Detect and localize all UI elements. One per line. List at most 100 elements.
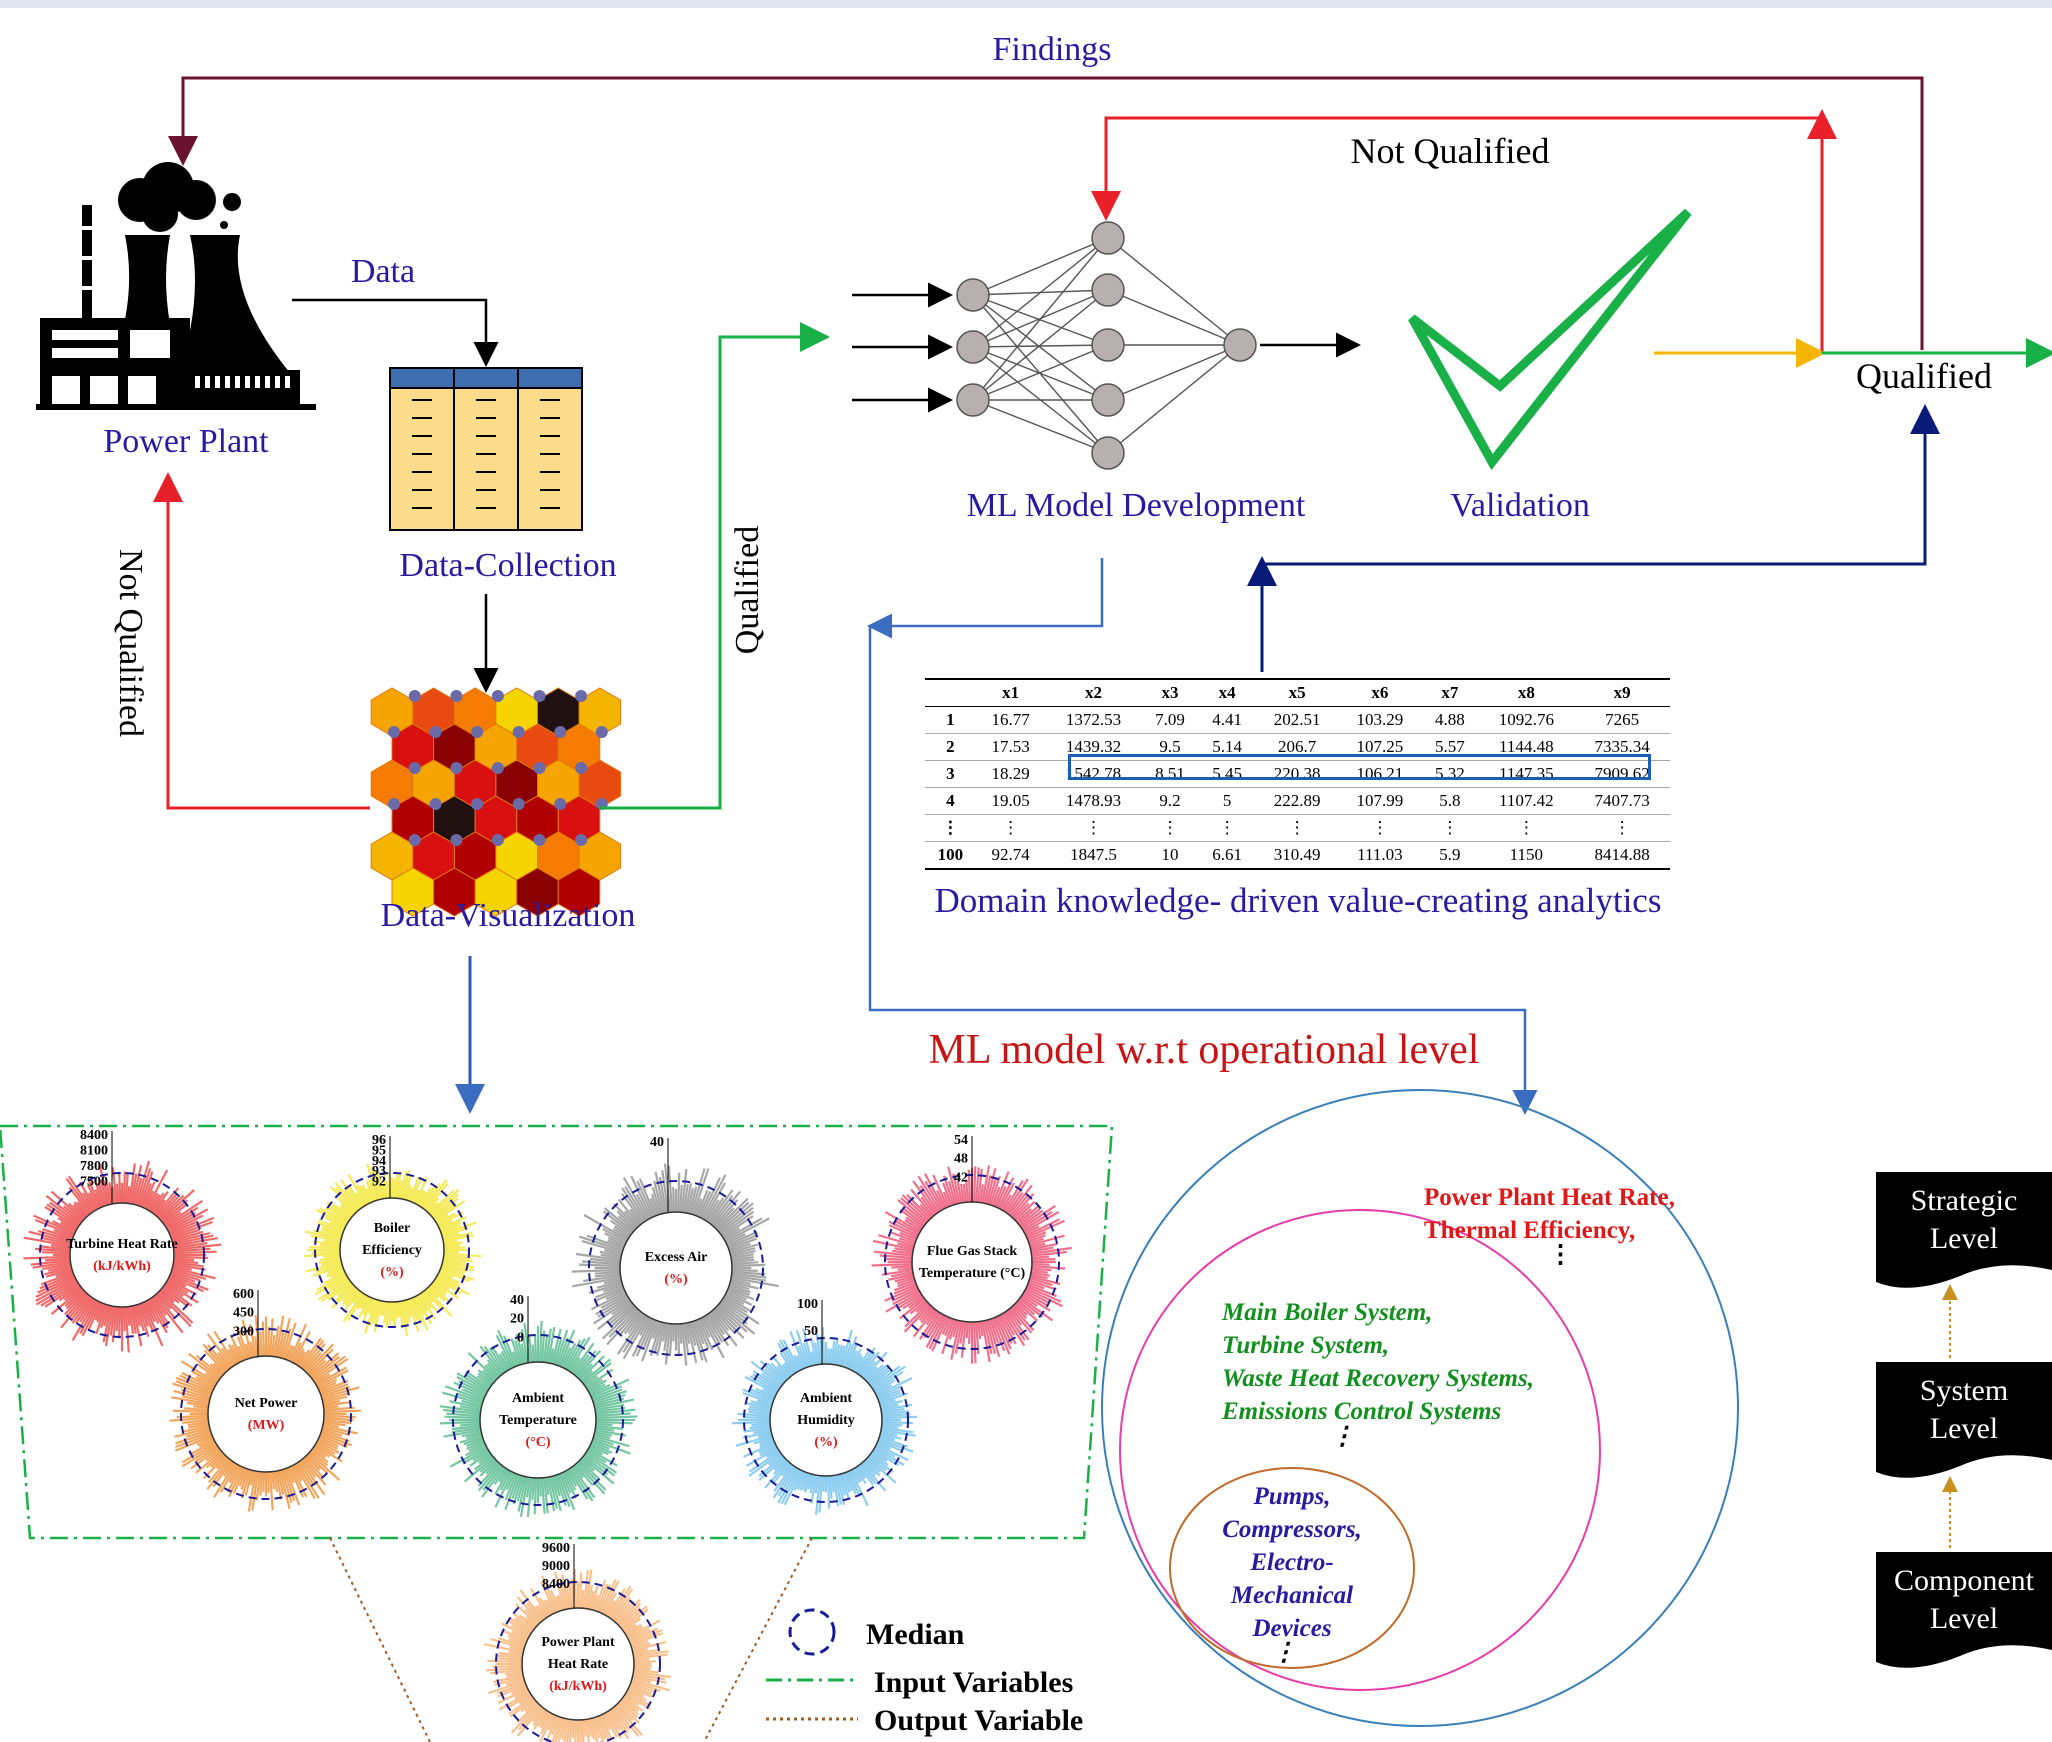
radial-spike: [594, 1286, 624, 1299]
radial-spike: [519, 1589, 545, 1621]
radial-spike: [594, 1429, 626, 1437]
radial-spike: [995, 1186, 1007, 1208]
radial-spike: [587, 1379, 607, 1392]
radial-spike: [529, 1587, 550, 1618]
som-hexagon-map: [370, 687, 622, 917]
radial-spike: [190, 1440, 216, 1455]
radial-spike: [613, 1706, 640, 1738]
radial-spike: [171, 1228, 201, 1240]
table-cell: ⋮: [975, 814, 1046, 842]
radial-spike: [612, 1227, 630, 1240]
radial-spike: [617, 1602, 642, 1626]
radial-spike: [514, 1689, 530, 1699]
radial-spike: [468, 1442, 486, 1452]
radial-spike: [309, 1450, 329, 1467]
radial-spike: [181, 1442, 217, 1464]
som-node-dot: [595, 726, 608, 738]
radial-spike: [1027, 1283, 1057, 1298]
radial-spike: [385, 1301, 390, 1328]
radial-spike: [872, 1370, 904, 1392]
strategic-text: Power Plant Heat Rate, Thermal Efficienc…: [1424, 1184, 1675, 1268]
radial-spike: [1012, 1304, 1028, 1319]
radial-spike: [138, 1303, 150, 1327]
radial-spike: [32, 1261, 71, 1269]
radial-spike: [259, 1471, 264, 1496]
table-cell: 1372.53: [1045, 706, 1142, 734]
ml-model-development-label: ML Model Development: [967, 487, 1306, 524]
radial-spike: [394, 1171, 399, 1199]
radial-spike: [580, 1719, 585, 1742]
radial-spike: [1031, 1269, 1049, 1274]
circle-label1: Turbine Heat Rate: [66, 1237, 177, 1252]
radial-spike: [595, 1420, 633, 1425]
radial-spike: [173, 1261, 204, 1268]
radial-spike: [619, 1310, 641, 1335]
radial-spike: [987, 1319, 1001, 1358]
radial-spike: [872, 1239, 914, 1251]
radial-spike: [109, 1306, 116, 1336]
radial-spike: [515, 1333, 526, 1364]
radial-spike: [924, 1173, 945, 1210]
radial-spike: [424, 1182, 449, 1211]
radial-spike: [973, 1321, 977, 1364]
radial-spike: [305, 1343, 334, 1374]
qualified-green-arrow: [600, 322, 830, 810]
radial-spike: [74, 1297, 94, 1325]
not-qualified-left-label: Not Qualified: [112, 549, 149, 737]
radial-spike: [781, 1463, 793, 1477]
radial-spike: [1028, 1237, 1044, 1245]
radial-spike: [632, 1641, 667, 1652]
radial-spike: [443, 1408, 481, 1415]
radial-spike: [311, 1448, 329, 1464]
radial-spike: [493, 1467, 507, 1485]
radial-spike: [463, 1436, 484, 1446]
qualified-vertical-label: Qualified: [729, 526, 766, 654]
radial-spike: [466, 1438, 484, 1448]
radial-spike: [880, 1428, 916, 1437]
radial-spike: [286, 1467, 295, 1484]
radial-spike: [777, 1466, 798, 1497]
radial-spike: [626, 1619, 661, 1639]
nn-node: [956, 383, 990, 417]
radial-spike: [55, 1270, 73, 1278]
radial-spike: [682, 1323, 690, 1356]
radial-spike: [290, 1342, 302, 1363]
nn-edge: [972, 289, 1109, 401]
radial-spike: [259, 1331, 264, 1357]
radial-spike: [365, 1180, 376, 1202]
radial-spike: [722, 1296, 748, 1314]
operational-level-arrow: [868, 624, 1538, 1115]
radial-spike: [609, 1219, 632, 1236]
radial-spike: [571, 1268, 621, 1273]
radial-spike: [703, 1182, 727, 1221]
radial-spike: [594, 1397, 624, 1408]
radial-spike: [410, 1178, 422, 1203]
radial-spike: [1017, 1299, 1036, 1316]
radial-spike: [367, 1298, 376, 1315]
radial-spike: [810, 1351, 816, 1366]
radial-spike: [143, 1301, 156, 1323]
radial-spike: [372, 1300, 381, 1325]
radial-spike: [73, 1201, 89, 1218]
radial-spike: [162, 1286, 189, 1308]
radial-spike: [897, 1279, 916, 1288]
radial-spike: [758, 1443, 777, 1454]
radial-spike: [86, 1177, 102, 1208]
radial-spike: [747, 1407, 771, 1414]
radial-spike: [772, 1465, 796, 1499]
radial-spike: [583, 1362, 612, 1386]
som-node-dot: [554, 798, 567, 810]
radial-spike: [588, 1383, 606, 1394]
radial-spike: [299, 1460, 326, 1496]
radial-spike: [621, 1187, 646, 1223]
radial-spike: [435, 1214, 449, 1224]
radial-spike: [632, 1648, 659, 1656]
radial-spike: [1022, 1292, 1051, 1312]
radial-spike: [730, 1250, 756, 1258]
radial-spike: [551, 1716, 560, 1735]
radial-spike: [498, 1651, 523, 1658]
radial-spike: [703, 1315, 722, 1346]
radial-spike: [494, 1676, 524, 1686]
